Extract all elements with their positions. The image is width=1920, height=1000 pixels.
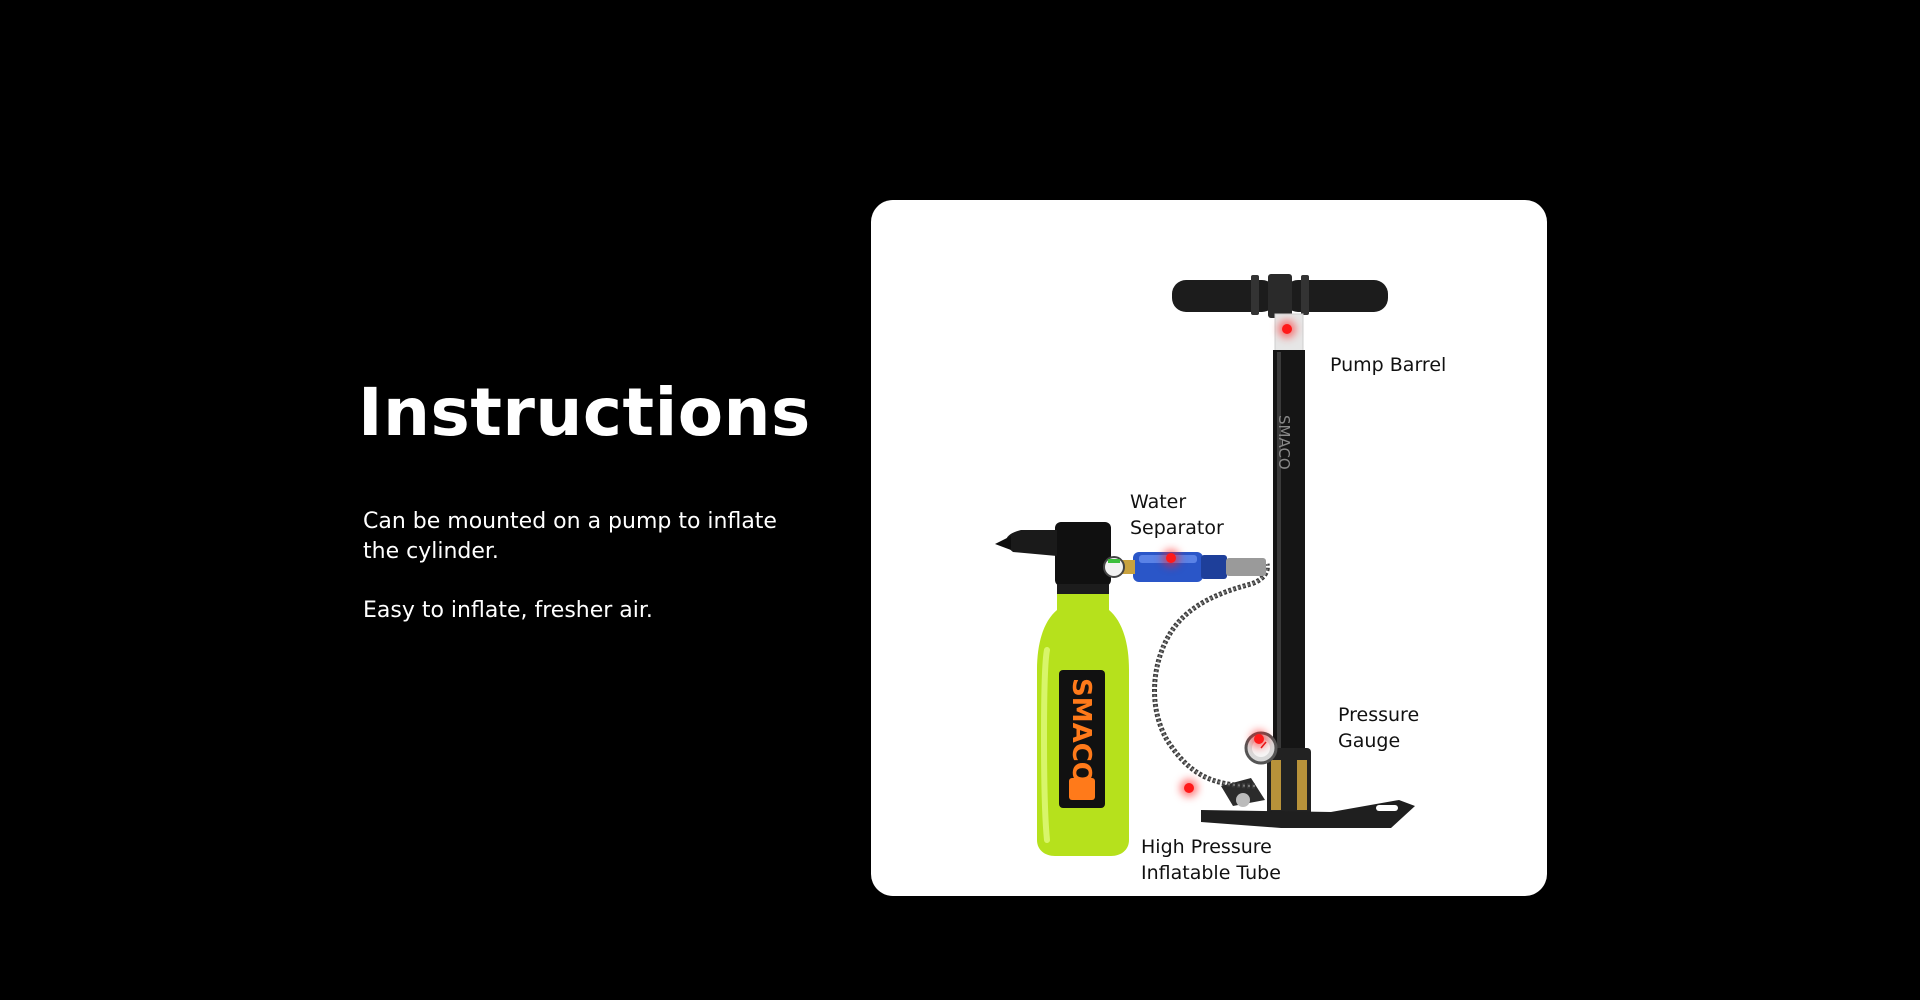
marker-pressure-gauge bbox=[1254, 734, 1264, 744]
pump-barrel: SMACO bbox=[1273, 313, 1305, 752]
description-mounting: Can be mounted on a pump to inflate the … bbox=[363, 509, 777, 564]
description-benefit: Easy to inflate, fresher air. bbox=[363, 598, 653, 623]
callout-high-pressure-tube-line-2: Inflatable Tube bbox=[1141, 862, 1281, 884]
pump-and-cylinder-illustration: SMACO bbox=[995, 274, 1415, 856]
callout-pressure-gauge-line-1: Pressure bbox=[1338, 704, 1420, 726]
pump-base bbox=[1201, 731, 1415, 828]
callout-high-pressure-tube-line-1: High Pressure bbox=[1141, 836, 1272, 858]
callout-high-pressure-tube: High Pressure Inflatable Tube bbox=[1141, 834, 1281, 886]
marker-water-separator bbox=[1166, 553, 1176, 563]
callout-water-separator: Water Separator bbox=[1130, 489, 1224, 541]
page-title: Instructions bbox=[358, 374, 811, 451]
callout-pressure-gauge: Pressure Gauge bbox=[1338, 702, 1419, 754]
callout-pump-barrel: Pump Barrel bbox=[1330, 352, 1446, 378]
scuba-cylinder: SMACO bbox=[1037, 594, 1129, 856]
callout-pump-barrel-text: Pump Barrel bbox=[1330, 354, 1447, 376]
marker-pump-barrel bbox=[1282, 324, 1292, 334]
pump-handle bbox=[1172, 274, 1388, 318]
callout-water-separator-line-2: Separator bbox=[1130, 517, 1224, 539]
callout-water-separator-line-1: Water bbox=[1130, 491, 1187, 513]
cylinder-brand-mark: SMACO bbox=[1066, 678, 1096, 784]
marker-high-pressure-tube bbox=[1184, 783, 1194, 793]
callout-pressure-gauge-line-2: Gauge bbox=[1338, 730, 1401, 752]
product-image-card: SMACO bbox=[871, 200, 1547, 896]
water-separator bbox=[1111, 552, 1266, 582]
pump-brand-mark: SMACO bbox=[1275, 415, 1293, 470]
cylinder-valve bbox=[995, 522, 1125, 594]
